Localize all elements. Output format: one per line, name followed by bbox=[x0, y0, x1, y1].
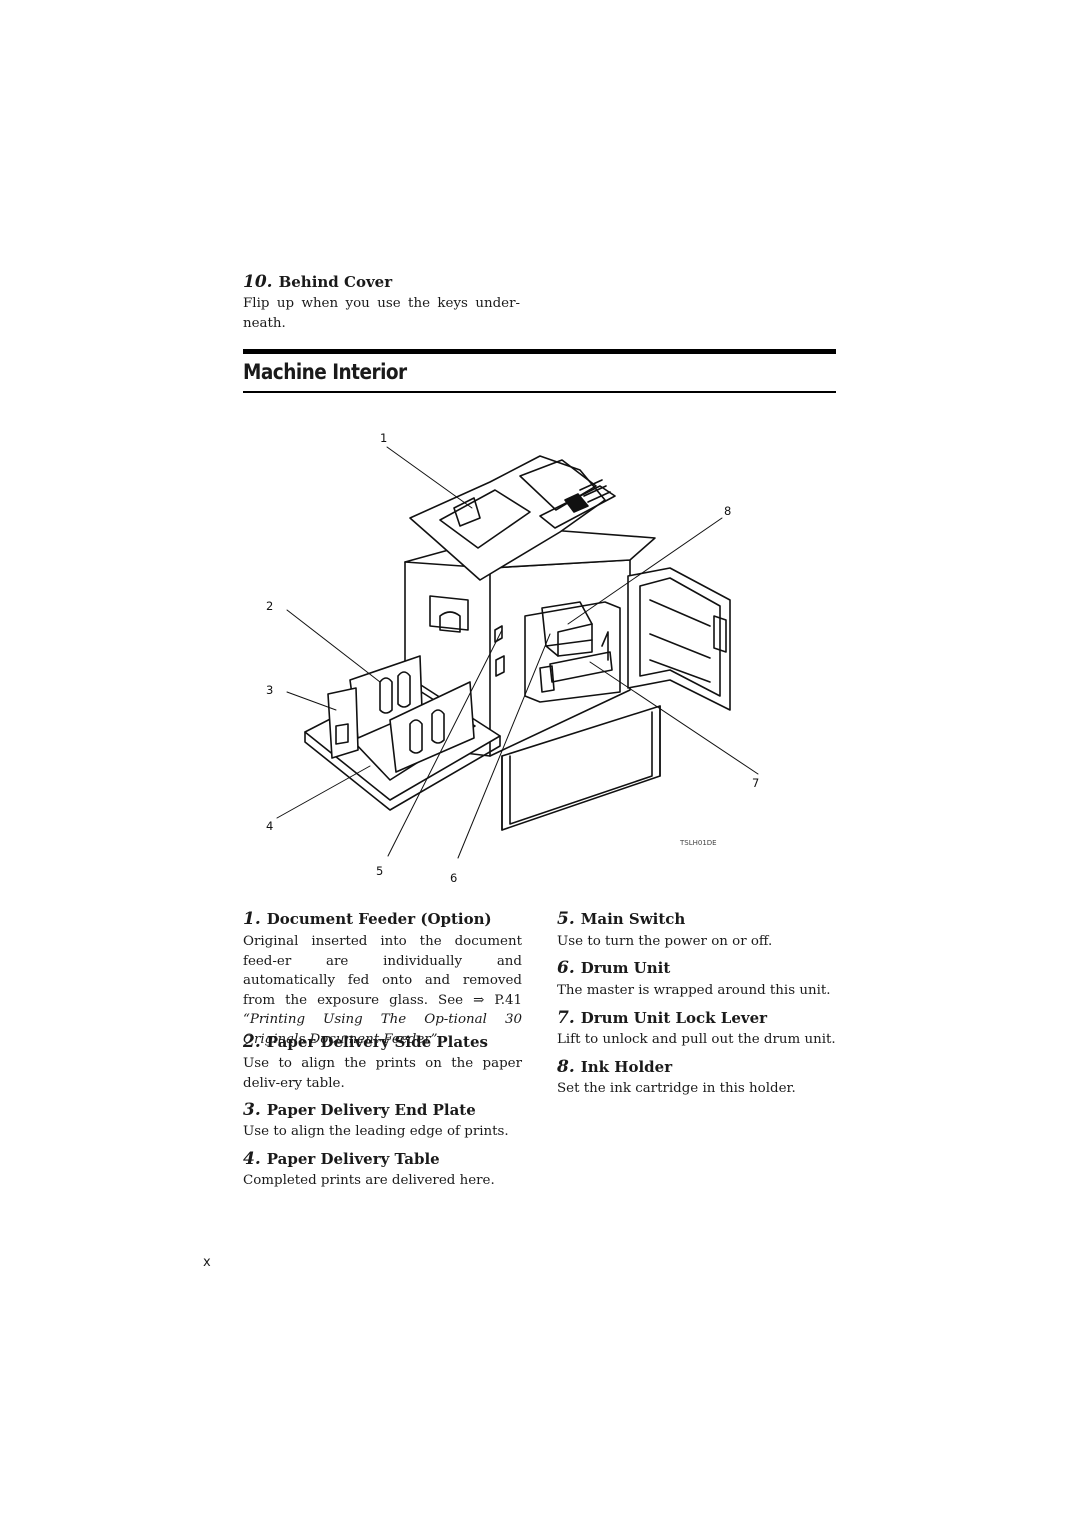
callout-3: 3 bbox=[266, 683, 273, 697]
item-title: Drum Unit Lock Lever bbox=[580, 1009, 768, 1027]
callout-2: 2 bbox=[266, 599, 273, 613]
item-number: 10. bbox=[243, 272, 273, 292]
callout-6: 6 bbox=[450, 871, 457, 885]
behind-cover-heading: 10. Behind Cover bbox=[243, 272, 392, 292]
section-rule-bottom bbox=[243, 391, 836, 393]
callout-1: 1 bbox=[380, 431, 387, 445]
stand-cabinet bbox=[501, 705, 661, 831]
item-delivery-table-heading: 4. Paper Delivery Table bbox=[243, 1149, 440, 1169]
item-delivery-table-description: Completed prints are delivered here. bbox=[243, 1173, 495, 1188]
paper-delivery-side-plates bbox=[349, 655, 475, 773]
item-lock-lever-description: Lift to unlock and pull out the drum uni… bbox=[557, 1032, 836, 1047]
front-door bbox=[627, 567, 731, 711]
item-title: Drum Unit bbox=[580, 959, 671, 977]
item-end-plate-heading: 3. Paper Delivery End Plate bbox=[243, 1100, 476, 1120]
item-title: Document Feeder (Option) bbox=[266, 910, 492, 928]
item-side-plates-description: Use to align the prints on the paper del… bbox=[243, 1056, 522, 1091]
callout-5: 5 bbox=[376, 864, 383, 878]
section-rule-top bbox=[243, 349, 836, 354]
item-title: Ink Holder bbox=[580, 1058, 673, 1076]
item-number: 1. bbox=[243, 909, 261, 929]
item-number: 5. bbox=[557, 909, 575, 929]
callout-4: 4 bbox=[266, 819, 273, 833]
item-number: 4. bbox=[243, 1149, 261, 1169]
item-ink-holder-description: Set the ink cartridge in this holder. bbox=[557, 1081, 796, 1096]
item-number: 3. bbox=[243, 1100, 261, 1120]
callout-8: 8 bbox=[724, 504, 731, 518]
item-number: 6. bbox=[557, 958, 575, 978]
section-title: Machine Interior bbox=[243, 360, 407, 384]
item-number: 8. bbox=[557, 1057, 575, 1077]
item-title: Paper Delivery End Plate bbox=[266, 1101, 476, 1119]
item-drum-unit-heading: 6. Drum Unit bbox=[557, 958, 670, 978]
leader-lines bbox=[276, 446, 759, 859]
machine-interior-illustration: 1 2 3 4 5 6 7 8 TSLH01DE bbox=[266, 431, 759, 885]
item-side-plates-heading: 2. Paper Delivery Side Plates bbox=[243, 1032, 488, 1052]
item-document-feeder-description: Original inserted into the document feed… bbox=[243, 932, 522, 1049]
item-title: Paper Delivery Table bbox=[266, 1150, 440, 1168]
item-document-feeder-heading: 1. Document Feeder (Option) bbox=[243, 909, 492, 929]
item-number: 2. bbox=[243, 1032, 261, 1052]
item-lock-lever-heading: 7. Drum Unit Lock Lever bbox=[557, 1008, 767, 1028]
callout-7: 7 bbox=[752, 776, 759, 790]
item-main-switch-heading: 5. Main Switch bbox=[557, 909, 685, 929]
cross-reference-link[interactable]: “Printing Using The Op-tional 30 Origina… bbox=[243, 1012, 522, 1047]
item-end-plate-description: Use to align the leading edge of prints. bbox=[243, 1124, 509, 1139]
item-drum-unit-description: The master is wrapped around this unit. bbox=[557, 983, 831, 998]
item-number: 7. bbox=[557, 1008, 575, 1028]
page-number: x bbox=[203, 1255, 211, 1270]
figure-code: TSLH01DE bbox=[679, 839, 717, 847]
drum-area bbox=[524, 601, 621, 703]
item-title: Main Switch bbox=[580, 910, 686, 928]
behind-cover-description: Flip up when you use the keys under-neat… bbox=[243, 296, 520, 331]
item-ink-holder-heading: 8. Ink Holder bbox=[557, 1057, 672, 1077]
item-title: Paper Delivery Side Plates bbox=[266, 1033, 488, 1051]
description-text: Original inserted into the document feed… bbox=[243, 934, 522, 1008]
item-main-switch-description: Use to turn the power on or off. bbox=[557, 934, 773, 949]
item-title: Behind Cover bbox=[278, 273, 393, 291]
document-feeder bbox=[409, 455, 656, 581]
paper-delivery-end-plate bbox=[327, 687, 359, 759]
